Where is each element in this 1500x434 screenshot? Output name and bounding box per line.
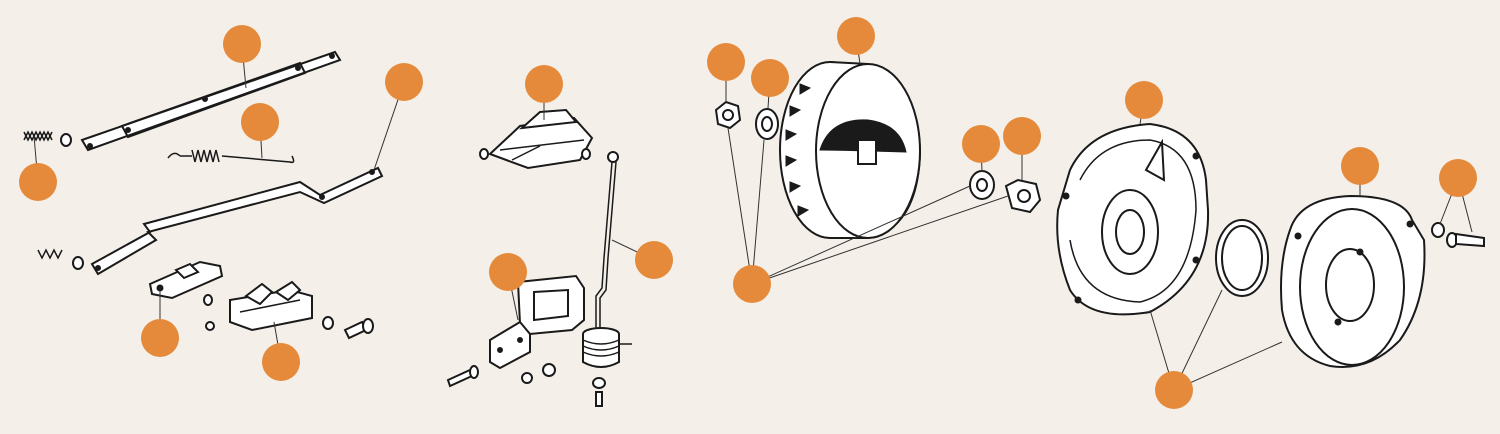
- lever-bracket: [489, 274, 585, 370]
- callout-marker-9[interactable]: [489, 253, 527, 291]
- callout-marker-4[interactable]: [385, 63, 423, 101]
- left-coil-spring: [23, 130, 72, 147]
- callout-marker-15[interactable]: [733, 265, 771, 303]
- small-bracket: [148, 260, 224, 300]
- callout-markers: [19, 17, 1477, 409]
- callout-marker-3[interactable]: [19, 163, 57, 201]
- callout-marker-14[interactable]: [1003, 117, 1041, 155]
- callout-marker-1[interactable]: [223, 25, 261, 63]
- linkage-group: [23, 50, 384, 340]
- callout-marker-6[interactable]: [262, 343, 300, 381]
- tension-spring: [167, 149, 295, 164]
- bracket-assembly-group: [446, 108, 632, 407]
- callout-marker-19[interactable]: [1155, 371, 1193, 409]
- callout-marker-2[interactable]: [241, 103, 279, 141]
- callout-marker-5[interactable]: [141, 319, 179, 357]
- seal-ring: [1215, 219, 1269, 297]
- spacer-washer: [969, 170, 995, 200]
- lower-bent-link-rod: [90, 166, 384, 276]
- callout-marker-12[interactable]: [751, 59, 789, 97]
- callout-marker-18[interactable]: [1439, 159, 1477, 197]
- washer: [1431, 222, 1445, 238]
- upper-link-rod: [80, 50, 342, 152]
- lower-coil-spring: [37, 248, 84, 270]
- hub-nut: [1004, 178, 1042, 214]
- latch-mechanism: [203, 280, 313, 332]
- screw: [322, 316, 374, 340]
- hex-nut: [714, 100, 742, 130]
- upper-latch-plate: [479, 108, 594, 170]
- cooling-fan-wheel: [779, 61, 922, 239]
- fan-assembly-group: [714, 61, 1485, 368]
- fan-housing-plate: [1056, 122, 1210, 316]
- control-rod: [595, 151, 619, 330]
- callout-marker-10[interactable]: [837, 17, 875, 55]
- bolt-right: [1446, 232, 1485, 248]
- callout-marker-8[interactable]: [635, 241, 673, 279]
- coil-cylinder: [582, 327, 632, 368]
- keyed-washer: [755, 108, 779, 140]
- callout-marker-11[interactable]: [707, 43, 745, 81]
- callout-marker-17[interactable]: [1341, 147, 1379, 185]
- callout-marker-16[interactable]: [1125, 81, 1163, 119]
- bolt: [446, 365, 479, 388]
- callout-marker-13[interactable]: [962, 125, 1000, 163]
- callout-marker-7[interactable]: [525, 65, 563, 103]
- cover-plate: [1280, 194, 1426, 368]
- nut: [521, 363, 606, 407]
